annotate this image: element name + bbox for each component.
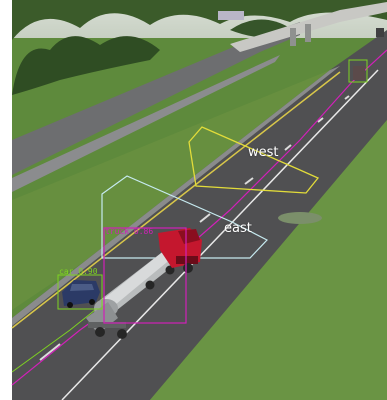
tanker-truck-box [103, 227, 187, 324]
zone-label-east: east [224, 221, 252, 236]
car-box [57, 274, 103, 310]
distant-truck [353, 66, 365, 80]
white-edge-line [61, 69, 379, 400]
far-shoulder [12, 55, 280, 192]
tanker-truck [86, 228, 202, 339]
far-roadway [12, 22, 300, 175]
car-detection-label: car 0.90 [59, 267, 98, 276]
distant-vehicle [376, 28, 384, 37]
east-zone-outline [101, 175, 268, 259]
right-grass [150, 120, 387, 400]
car [62, 280, 100, 308]
tree-line [12, 0, 387, 40]
west-zone-outline [188, 126, 320, 194]
grass-patch [278, 212, 322, 224]
tree-cluster [12, 36, 160, 95]
roadway-shoulder [12, 66, 340, 326]
left-margin [0, 0, 12, 400]
truck-detection-label: truck 0.86 [105, 227, 154, 236]
bridge-pier [305, 24, 311, 42]
yellow-edge-line [11, 71, 341, 329]
distant-truck-box [348, 59, 368, 83]
bridge-pier [290, 28, 296, 46]
zone-label-west: west [248, 145, 279, 160]
billboard [218, 11, 244, 20]
